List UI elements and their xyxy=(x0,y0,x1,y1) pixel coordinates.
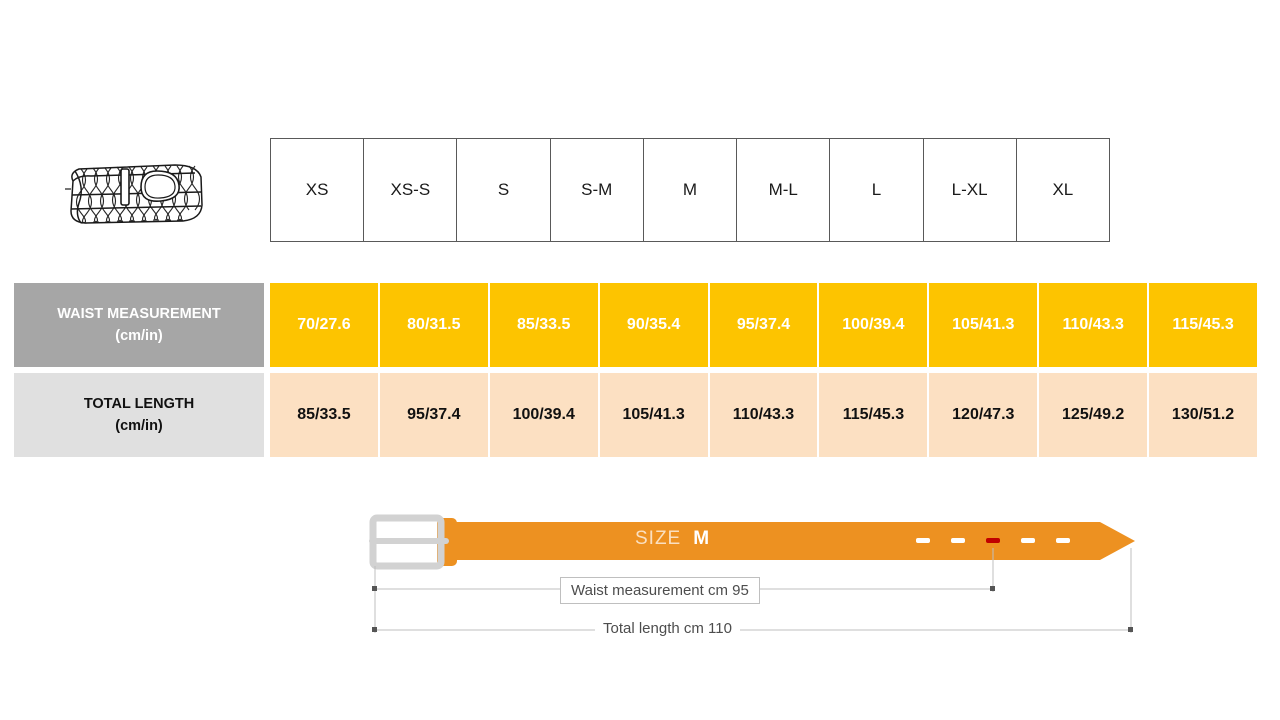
belt-size-marking: SIZE M xyxy=(635,528,709,550)
braided-belt-svg xyxy=(65,164,203,224)
size-header-cell: XS xyxy=(270,138,365,242)
belt-measurement-diagram: SIZE M Waist measurement cm 95 Total len… xyxy=(355,500,1155,660)
total-length-callout: Total length cm 110 xyxy=(595,618,740,639)
belt-hole-active xyxy=(986,538,1000,543)
waist-measurement-label: WAIST MEASUREMENT (cm/in) xyxy=(14,283,264,367)
total-dimension-tick-right xyxy=(1128,627,1133,632)
table-cell: 85/33.5 xyxy=(489,283,598,367)
table-cell: 70/27.6 xyxy=(270,283,378,367)
table-cell: 95/37.4 xyxy=(709,283,818,367)
belt-hole xyxy=(916,538,930,543)
waist-measurement-row: WAIST MEASUREMENT (cm/in) 70/27.6 80/31.… xyxy=(0,283,1258,367)
buckle-prong-bar xyxy=(369,538,449,544)
waist-measurement-callout: Waist measurement cm 95 xyxy=(560,577,760,604)
belt-strap xyxy=(450,522,1135,560)
table-cell: 80/31.5 xyxy=(379,283,488,367)
waist-dimension-tick-right xyxy=(990,586,995,591)
table-cell: 105/41.3 xyxy=(599,373,708,457)
table-cell: 90/35.4 xyxy=(599,283,708,367)
waist-label-title: WAIST MEASUREMENT xyxy=(57,305,221,322)
size-header-cell: XL xyxy=(1015,138,1110,242)
total-length-label-title: TOTAL LENGTH xyxy=(83,395,195,412)
braided-belt-icon xyxy=(55,143,215,243)
waist-label-unit: (cm/in) xyxy=(115,328,163,344)
belt-hole xyxy=(951,538,965,543)
total-length-label: TOTAL LENGTH (cm/in) xyxy=(14,373,264,457)
table-cell: 85/33.5 xyxy=(270,373,378,457)
size-header-cell: L xyxy=(829,138,924,242)
belt-hole xyxy=(1021,538,1035,543)
waist-measurement-cells: 70/27.6 80/31.5 85/33.5 90/35.4 95/37.4 … xyxy=(270,283,1258,367)
total-length-row: TOTAL LENGTH (cm/in) 85/33.5 95/37.4 100… xyxy=(0,373,1258,457)
table-cell: 95/37.4 xyxy=(379,373,488,457)
total-dimension-tick-left xyxy=(372,627,377,632)
total-length-label-unit: (cm/in) xyxy=(115,418,163,434)
table-cell: 100/39.4 xyxy=(489,373,598,457)
total-length-cells: 85/33.5 95/37.4 100/39.4 105/41.3 110/43… xyxy=(270,373,1258,457)
table-cell: 115/45.3 xyxy=(819,373,928,457)
table-cell: 100/39.4 xyxy=(819,283,928,367)
table-cell: 125/49.2 xyxy=(1039,373,1148,457)
size-header-row: XS XS-S S S-M M M-L L L-XL XL xyxy=(270,138,1110,242)
waist-dimension-tick-left xyxy=(372,586,377,591)
table-cell: 110/43.3 xyxy=(1039,283,1148,367)
size-header-cell: M xyxy=(642,138,738,242)
table-cell: 115/45.3 xyxy=(1149,283,1258,367)
size-header-cell: XS-S xyxy=(363,138,458,242)
size-header-cell: L-XL xyxy=(922,138,1017,242)
belt-size-value: M xyxy=(693,528,710,549)
size-header-cell: S xyxy=(456,138,551,242)
size-header-cell: S-M xyxy=(549,138,644,242)
size-header-cell: M-L xyxy=(736,138,831,242)
table-cell: 105/41.3 xyxy=(929,283,1038,367)
belt-size-word: SIZE xyxy=(635,528,682,549)
table-cell: 110/43.3 xyxy=(709,373,818,457)
belt-hole xyxy=(1056,538,1070,543)
table-cell: 120/47.3 xyxy=(929,373,1038,457)
belt-diagram-svg xyxy=(369,514,1135,633)
table-cell: 130/51.2 xyxy=(1149,373,1258,457)
